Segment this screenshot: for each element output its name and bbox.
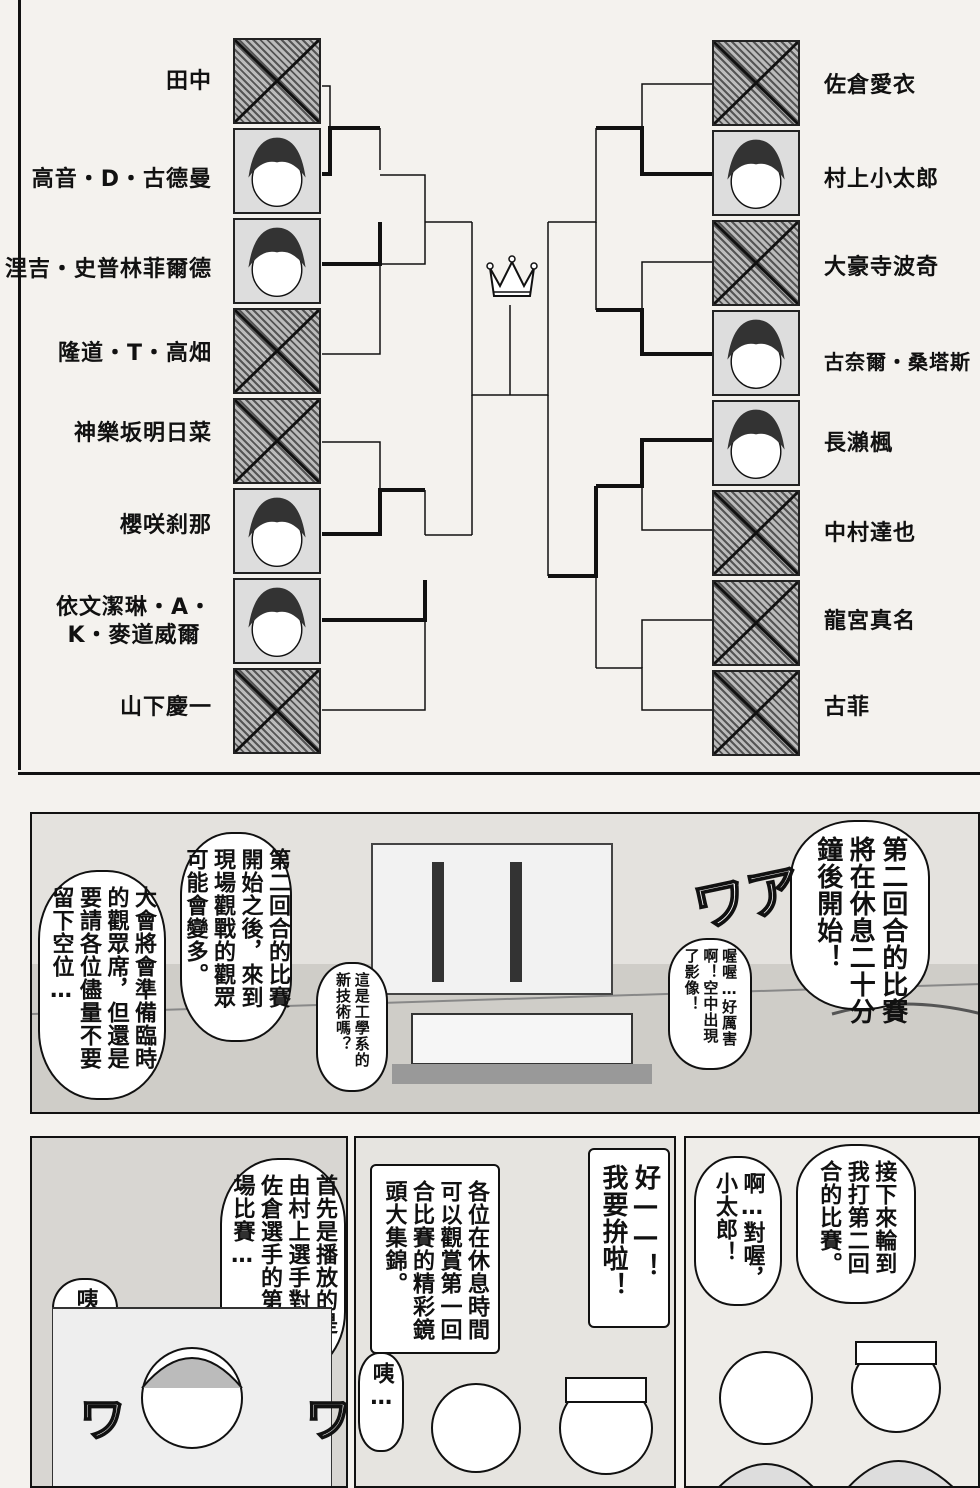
right-name-8: 古菲 bbox=[824, 695, 871, 720]
bubble-kotaro-2-text: 啊…對喔， 小太郎！ bbox=[712, 1172, 765, 1290]
panel-highlights: 好——！ 我要拚啦！ 各位在休息時間 可以觀賞第一回 合比賽的精彩鏡 頭大集錦。… bbox=[354, 1136, 676, 1488]
tournament-bracket: 田中 高音・D・古德曼 涅吉・史普林菲爾德 隆道・T・高畑 神樂坂明日菜 櫻咲刹… bbox=[4, 0, 971, 770]
right-portrait-5 bbox=[712, 400, 800, 486]
replay-screen-illustration bbox=[52, 1307, 332, 1486]
bubble-highlight: 各位在休息時間 可以觀賞第一回 合比賽的精彩鏡 頭大集錦。 bbox=[370, 1164, 500, 1354]
left-name-3: 涅吉・史普林菲爾德 bbox=[4, 257, 212, 282]
left-portrait-1 bbox=[233, 38, 321, 124]
right-portrait-4 bbox=[712, 310, 800, 396]
bubble-crowd: 第二回合的比賽 開始之後，來到 現場觀戰的觀眾 可能會變多。 bbox=[180, 832, 292, 1042]
left-name-2: 高音・D・古德曼 bbox=[31, 167, 212, 192]
bubble-amazed-text: 喔喔…好厲害 啊！空中出現 了影像！ bbox=[682, 948, 739, 1047]
right-name-1: 佐倉愛衣 bbox=[824, 73, 917, 98]
crowd-illustration bbox=[431, 1377, 653, 1475]
bubble-shout: 好——！ 我要拚啦！ bbox=[588, 1148, 670, 1328]
bubble-kotaro-2: 啊…對喔， 小太郎！ bbox=[694, 1156, 782, 1306]
left-name-4: 隆道・T・高畑 bbox=[57, 341, 212, 366]
bubble-kotaro-1-text: 接下來輪到 我打第二回 合的比賽。 bbox=[816, 1160, 897, 1275]
bubble-notice: 大會將會準備臨時 的觀眾席，但還是 要請各位儘量不要 留下空位… bbox=[38, 870, 166, 1100]
right-portrait-1 bbox=[712, 40, 800, 126]
bubble-shout-text: 好——！ 我要拚啦！ bbox=[598, 1164, 661, 1299]
bubble-eh: 咦… bbox=[358, 1352, 404, 1452]
left-portrait-2 bbox=[233, 128, 321, 214]
right-name-5: 長瀨楓 bbox=[824, 431, 894, 456]
left-frame-border bbox=[18, 0, 21, 770]
bubble-announcer-text: 第二回合的比賽 將在休息二十分 鐘後開始！ bbox=[812, 836, 908, 1025]
left-name-1: 田中 bbox=[165, 69, 212, 94]
left-portrait-4 bbox=[233, 308, 321, 394]
right-portrait-7 bbox=[712, 580, 800, 666]
panel-replay: 首先是播放的是 由村上選手對上 佐倉選手的第一 場比賽… 咦？ ワ ワ bbox=[30, 1136, 348, 1488]
right-name-2: 村上小太郎 bbox=[824, 167, 940, 192]
bubble-announcer: 第二回合的比賽 將在休息二十分 鐘後開始！ bbox=[790, 820, 930, 1025]
right-name-3: 大豪寺波奇 bbox=[824, 255, 940, 280]
left-portrait-6 bbox=[233, 488, 321, 574]
bubble-amazed: 喔喔…好厲害 啊！空中出現 了影像！ bbox=[668, 938, 752, 1070]
left-name-6: 櫻咲刹那 bbox=[119, 513, 212, 538]
bubble-notice-text: 大會將會準備臨時 的觀眾席，但還是 要請各位儘量不要 留下空位… bbox=[48, 886, 157, 1070]
right-portrait-8 bbox=[712, 670, 800, 756]
sfx-wa-left: ワ bbox=[68, 1393, 126, 1443]
right-name-7: 龍宮真名 bbox=[824, 609, 917, 634]
left-name-7: 依文潔琳・A・ K・麥道威爾 bbox=[55, 595, 212, 648]
bubble-kotaro-1: 接下來輪到 我打第二回 合的比賽。 bbox=[796, 1144, 916, 1304]
bubble-highlight-text: 各位在休息時間 可以觀賞第一回 合比賽的精彩鏡 頭大集錦。 bbox=[381, 1180, 490, 1341]
bubble-crowd-text: 第二回合的比賽 開始之後，來到 現場觀戰的觀眾 可能會變多。 bbox=[182, 848, 291, 1009]
sfx-wa-right: ワ bbox=[294, 1393, 348, 1443]
bubble-tech-text: 這是工學系的 新技術嗎？ bbox=[334, 972, 371, 1068]
left-portrait-3 bbox=[233, 218, 321, 304]
crown-icon bbox=[486, 255, 538, 297]
right-name-6: 中村達也 bbox=[824, 521, 917, 546]
bubble-tech: 這是工學系的 新技術嗎？ bbox=[316, 962, 388, 1092]
right-portrait-6 bbox=[712, 490, 800, 576]
characters-illustration bbox=[718, 1341, 954, 1486]
left-portrait-7 bbox=[233, 578, 321, 664]
bracket-lines bbox=[322, 83, 712, 711]
right-portrait-3 bbox=[712, 220, 800, 306]
right-portrait-2 bbox=[712, 130, 800, 216]
left-name-5: 神樂坂明日菜 bbox=[73, 421, 212, 446]
page-separator bbox=[18, 772, 980, 775]
left-portrait-5 bbox=[233, 398, 321, 484]
bubble-eh-text: 咦… bbox=[368, 1362, 394, 1411]
panel-kotaro: 接下來輪到 我打第二回 合的比賽。 啊…對喔， 小太郎！ bbox=[684, 1136, 980, 1488]
left-name-8: 山下慶一 bbox=[119, 695, 212, 720]
right-name-4: 古奈爾・桑塔斯 bbox=[824, 350, 971, 374]
left-portrait-8 bbox=[233, 668, 321, 754]
panel-arena: 第二回合的比賽 將在休息二十分 鐘後開始！ 第二回合的比賽 開始之後，來到 現場… bbox=[30, 812, 980, 1114]
